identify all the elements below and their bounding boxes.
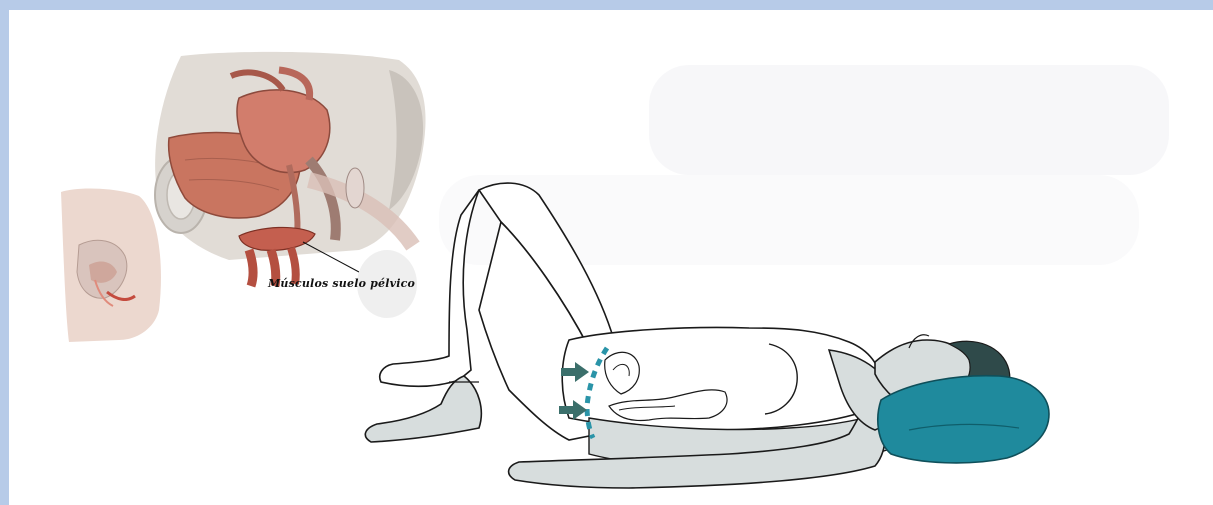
hip-inset-image (61, 189, 161, 342)
pelvic-floor-label: Músculos suelo pélvico (268, 277, 415, 290)
image-frame: Músculos suelo pélvico (9, 10, 1213, 505)
illustration-canvas (9, 10, 1213, 505)
